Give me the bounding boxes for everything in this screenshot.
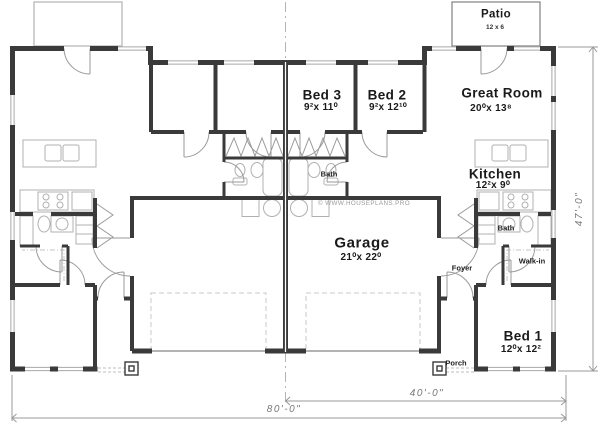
party-wall [283,62,288,352]
porch-label: Porch [445,358,467,368]
patio-dims: 12 x 6 [485,23,505,31]
patio-label: Patio [480,8,512,21]
bed2-label: Bed 2 [367,87,407,103]
great-room-label: Great Room [461,85,543,101]
walk-in-label: Walk-in [518,256,546,266]
dimension-depth: 47'-0" [574,191,585,227]
bath-master-label: Bath [497,223,515,233]
windows [10,46,556,372]
great-room-dims: 20⁰x 13⁸ [470,103,512,114]
bed3-label: Bed 3 [302,87,342,103]
porch-edges [98,367,476,373]
patio-outlines [33,1,541,47]
garage-label: Garage [334,234,390,252]
dimension-unit-width: 40'-0" [409,388,445,399]
bed1-label: Bed 1 [503,328,543,344]
bed3-dims: 9²x 11⁰ [304,102,338,113]
watermark: © WWW.HOUSEPLANS.PRO [317,199,411,207]
bath-hall-label: Bath [320,169,338,179]
bed1-dims: 12⁰x 12² [500,344,542,355]
garage-dims: 21⁰x 22⁰ [340,252,382,263]
closet-rods [22,249,549,281]
exterior-walls [10,46,556,372]
doors [35,48,536,352]
interior-walls [15,48,551,372]
bed2-dims: 9²x 12¹⁰ [368,102,408,113]
porch-posts [124,361,447,376]
dimension-total-width: 80'-0" [266,404,302,415]
dimension-lines [11,46,598,423]
foyer-label: Foyer [451,263,473,273]
kitchen-dims: 12²x 9⁰ [475,180,511,191]
kitchen-label: Kitchen [468,166,522,182]
interior-walls-thin [20,132,551,285]
